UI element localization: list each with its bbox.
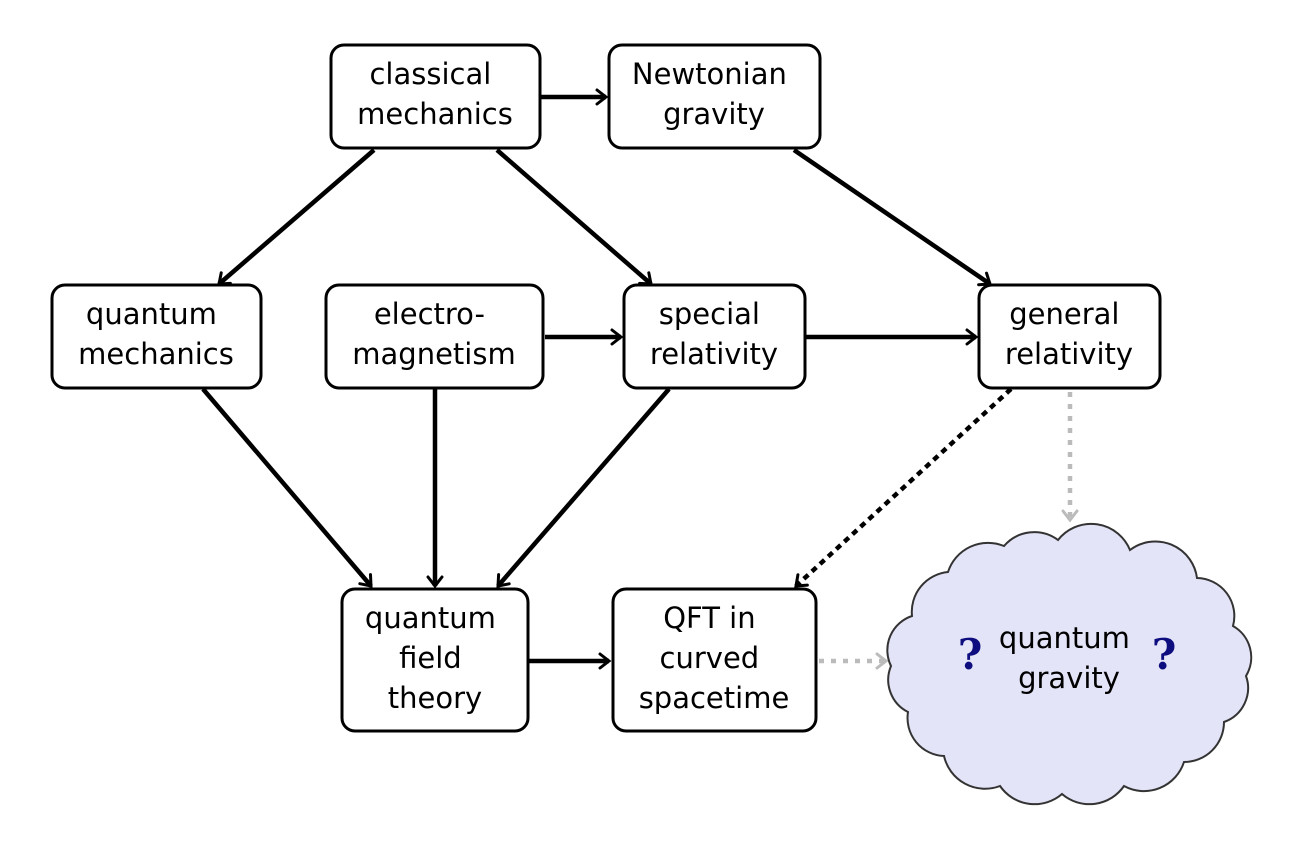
- node-special-relativity: special relativity: [622, 283, 807, 390]
- node-label: special relativity: [650, 297, 778, 371]
- node-quantum-field-theory: quantum field theory: [340, 587, 530, 733]
- node-label-line: curved: [660, 641, 760, 675]
- node-label-line: gravity: [1018, 661, 1120, 695]
- node-label: general relativity: [1005, 297, 1133, 371]
- node-label-line: quantum: [365, 601, 496, 635]
- edge-classical-to-special-relativity: [495, 148, 653, 286]
- node-electromagnetism: electro- magnetism: [324, 283, 545, 390]
- node-label: quantum gravity: [999, 621, 1139, 695]
- node-label: classical mechanics: [357, 57, 513, 131]
- node-label-line: QFT in: [663, 601, 755, 635]
- node-label-line: quantum: [999, 621, 1130, 655]
- node-classical-mechanics: classical mechanics: [329, 43, 542, 150]
- edge-special-relativity-to-qft: [496, 387, 671, 588]
- question-mark-left: ?: [958, 630, 983, 679]
- question-mark-right: ?: [1152, 630, 1177, 679]
- node-label-line: gravity: [663, 97, 765, 131]
- node-label-line: electro-: [374, 297, 485, 331]
- node-newtonian-gravity: Newtonian gravity: [607, 43, 822, 150]
- edge-classical-to-quantum-mechanics: [217, 148, 376, 286]
- node-label-line: field: [399, 641, 462, 675]
- edges-layer: [201, 88, 1079, 670]
- node-label: electro- magnetism: [352, 297, 515, 371]
- node-label: Newtonian gravity: [632, 57, 796, 131]
- node-label-line: general: [1009, 297, 1119, 331]
- cloud-shape: [886, 522, 1253, 806]
- node-label-line: mechanics: [357, 97, 513, 131]
- node-label-line: relativity: [1005, 337, 1133, 371]
- node-label-line: relativity: [650, 337, 778, 371]
- edge-quantum-mechanics-to-qft: [201, 387, 373, 588]
- node-label-line: classical: [369, 57, 491, 91]
- node-general-relativity: general relativity: [977, 283, 1162, 390]
- node-qft-curved-spacetime: QFT in curved spacetime: [611, 587, 818, 733]
- node-label-line: theory: [388, 681, 482, 715]
- node-quantum-gravity: ? ? quantum gravity: [886, 522, 1253, 806]
- edge-newtonian-to-general-relativity: [792, 148, 993, 287]
- edge-general-relativity-to-qft-curved: [794, 387, 1013, 588]
- node-quantum-mechanics: quantum mechanics: [50, 283, 263, 390]
- node-label-line: special: [659, 297, 760, 331]
- node-label: quantum mechanics: [78, 297, 234, 371]
- node-label-line: magnetism: [352, 337, 515, 371]
- node-label: QFT in curved spacetime: [639, 601, 790, 715]
- node-label-line: spacetime: [639, 681, 790, 715]
- node-label-line: quantum: [86, 297, 217, 331]
- node-label: quantum field theory: [365, 601, 505, 715]
- node-label-line: Newtonian: [632, 57, 787, 91]
- node-label-line: mechanics: [78, 337, 234, 371]
